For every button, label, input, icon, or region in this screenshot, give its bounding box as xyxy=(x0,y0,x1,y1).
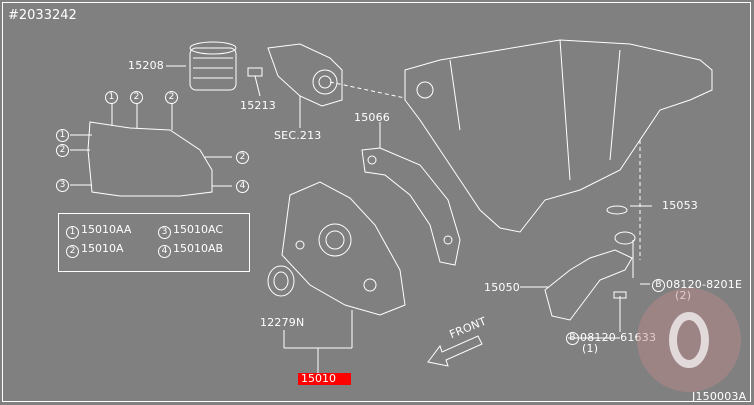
gasket-drawing xyxy=(361,122,461,266)
leader-lines xyxy=(568,283,650,339)
part-label-15010-highlighted[interactable]: 15010 xyxy=(298,373,351,385)
callout-4-right: 4 xyxy=(236,180,249,193)
section-label-sec213[interactable]: SEC.213 xyxy=(274,129,322,142)
bolt-marker-b-2: B xyxy=(566,332,579,345)
stud-drawing xyxy=(247,67,263,97)
legend-code-4[interactable]: 15010AB xyxy=(173,242,224,255)
callout-3-left: 3 xyxy=(56,179,69,192)
part-label-15213[interactable]: 15213 xyxy=(240,99,276,112)
bolt-marker-b-1: B xyxy=(652,279,665,292)
callout-1-top: 1 xyxy=(105,91,118,104)
part-label-15208[interactable]: 15208 xyxy=(128,59,164,72)
strainer-drawing xyxy=(520,205,652,332)
callout-2-top-left: 2 xyxy=(130,91,143,104)
legend-number-1: 1 xyxy=(66,226,79,239)
catalog-id: #2033242 xyxy=(8,8,77,23)
part-label-12279n[interactable]: 12279N xyxy=(260,316,305,329)
callout-1-left: 1 xyxy=(56,129,69,142)
legend-number-2: 2 xyxy=(66,245,79,258)
callout-2-left: 2 xyxy=(56,144,69,157)
callout-2-right: 2 xyxy=(236,151,249,164)
part-label-15066[interactable]: 15066 xyxy=(354,111,390,124)
seal-drawing xyxy=(267,265,295,297)
bolt2-quantity: (1) xyxy=(582,342,599,355)
front-arrow-drawing xyxy=(427,335,483,367)
part-label-08120-61633[interactable]: 08120-61633 xyxy=(580,331,657,344)
diagram-code: J150003A xyxy=(692,390,747,403)
legend-code-2[interactable]: 15010A xyxy=(81,242,124,255)
filter-bracket-drawing xyxy=(267,43,343,128)
callout-2-top-right: 2 xyxy=(165,91,178,104)
part-label-15053[interactable]: 15053 xyxy=(662,199,698,212)
legend-code-1[interactable]: 15010AA xyxy=(81,223,132,236)
bolt1-quantity: (2) xyxy=(675,289,692,302)
part-label-15050[interactable]: 15050 xyxy=(484,281,520,294)
part-label-08120-8201e[interactable]: 08120-8201E xyxy=(666,278,743,291)
oil-filter-drawing xyxy=(166,41,237,91)
legend-number-4: 4 xyxy=(158,245,171,258)
legend-code-3[interactable]: 15010AC xyxy=(173,223,224,236)
oil-pan-drawing xyxy=(70,103,232,197)
oil-pump-drawing xyxy=(281,181,406,373)
legend-number-3: 3 xyxy=(158,226,171,239)
engine-block-drawing xyxy=(329,39,713,260)
